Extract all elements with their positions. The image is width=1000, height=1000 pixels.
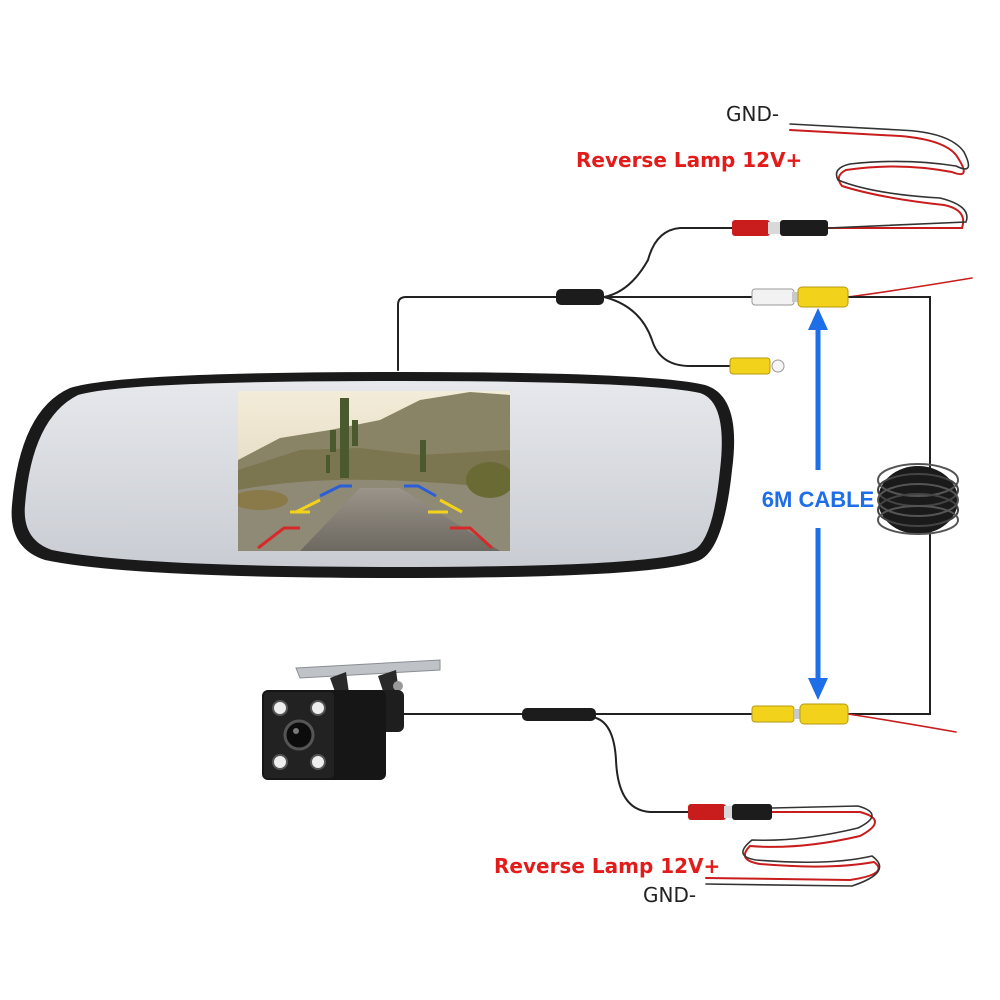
monitor-screen [238, 391, 510, 551]
connectors [688, 220, 849, 820]
cable-length-label: 6M CABLE [762, 487, 874, 512]
camera-cable-junction [522, 708, 596, 721]
yellow-rca-connector-top-icon [797, 286, 849, 308]
bottom-gnd-label: GND- [643, 883, 696, 907]
rearview-mirror-monitor-icon [11, 372, 735, 578]
bottom-reverse-lamp-label: Reverse Lamp 12V+ [494, 854, 720, 878]
monitor-wiring [397, 123, 973, 887]
coiled-extension-cable-icon [877, 463, 959, 535]
top-gnd-label: GND- [726, 102, 779, 126]
y-splitter-connector [556, 289, 604, 305]
yellow-rca-connector-monitor-icon [729, 357, 785, 375]
white-rca-connector-icon [751, 288, 800, 306]
double-headed-arrow-icon [808, 308, 828, 700]
top-reverse-lamp-label: Reverse Lamp 12V+ [576, 148, 802, 172]
yellow-rca-connector-bottom-icon [751, 703, 849, 725]
reversing-camera-icon [262, 659, 441, 780]
top-power-plug-icon [732, 220, 828, 236]
bottom-power-plug-icon [688, 804, 772, 820]
